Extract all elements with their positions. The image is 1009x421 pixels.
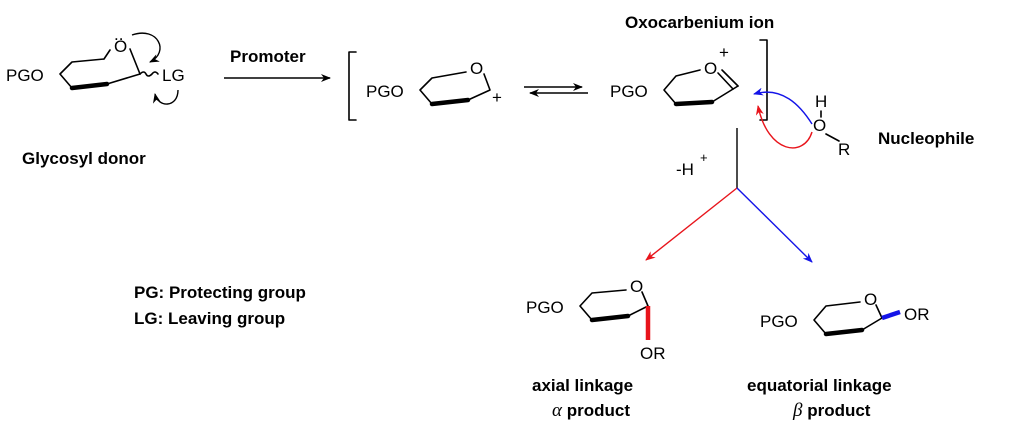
donor-curved-arrow-bottom <box>152 89 179 105</box>
red-curved-arrow <box>755 105 813 149</box>
lg-definition: LG: Leaving group <box>134 309 285 328</box>
donor-ring-oxygen: O <box>114 37 127 56</box>
alpha-or-label: OR <box>640 344 666 363</box>
blue-curved-arrow <box>753 87 813 125</box>
alpha-product-structure: PGO O OR <box>526 277 666 363</box>
nucleophile-o-label: O <box>813 116 826 135</box>
oxocarbenium-ion-title: Oxocarbenium ion <box>625 13 774 32</box>
nucleophile-h-label: H <box>815 92 827 111</box>
left-bracket <box>348 51 357 121</box>
donor-ring-bold-edge <box>69 81 110 91</box>
oxo-pgo-label: PGO <box>610 82 648 101</box>
donor-wavy-bond <box>139 71 159 77</box>
cation-pgo-label: PGO <box>366 82 404 101</box>
beta-equatorial-bond <box>881 309 901 321</box>
red-branch-arrow <box>645 187 738 261</box>
cation-ring-oxygen: O <box>470 59 483 78</box>
beta-ring-oxygen: O <box>864 290 877 309</box>
pg-definition: PG: Protecting group <box>134 283 306 302</box>
alpha-ring-bold-edge <box>589 313 631 323</box>
donor-lone-pair: .. <box>114 25 123 44</box>
glycosyl-cation-structure: PGO O + <box>366 59 502 107</box>
donor-curved-arrow-top <box>131 32 161 63</box>
blue-branch-arrow <box>736 187 813 263</box>
beta-product-structure: PGO O OR <box>760 290 930 337</box>
donor-o-c1-bond <box>129 48 141 75</box>
right-bracket <box>759 39 768 121</box>
nucleophile-caption: Nucleophile <box>878 129 974 148</box>
oxo-ring-bold-edge <box>673 99 715 107</box>
oxo-ring-oxygen: O <box>704 59 717 78</box>
axial-linkage-caption: axial linkage <box>532 376 633 395</box>
alpha-product-caption: α product <box>552 400 630 421</box>
deprotonation-superscript: + <box>700 150 708 165</box>
cation-ring-bold-edge <box>429 97 471 107</box>
donor-ring-bonds <box>59 49 141 89</box>
nucleophile-r-label: R <box>838 140 850 159</box>
beta-symbol: β <box>792 400 803 421</box>
alpha-ring-oxygen: O <box>630 277 643 296</box>
beta-product-word: product <box>802 401 870 420</box>
deprotonation-label: -H <box>676 160 694 179</box>
beta-pgo-label: PGO <box>760 312 798 331</box>
oxocarbenium-structure: PGO O + <box>610 43 739 107</box>
oxo-plus-charge: + <box>719 43 729 62</box>
oxo-double-bond <box>717 69 739 90</box>
glycosyl-donor-structure: PGO O .. LG <box>6 25 185 105</box>
alpha-symbol: α <box>552 400 563 421</box>
glycosyl-donor-caption: Glycosyl donor <box>22 149 146 168</box>
beta-ring-bold-edge <box>823 327 865 337</box>
nucleophile-structure: H O R <box>753 87 850 159</box>
promoter-label: Promoter <box>230 47 306 66</box>
alpha-product-word: product <box>562 401 630 420</box>
beta-or-label: OR <box>904 305 930 324</box>
alpha-pgo-label: PGO <box>526 298 564 317</box>
donor-lg-label: LG <box>162 66 185 85</box>
equatorial-linkage-caption: equatorial linkage <box>747 376 892 395</box>
cation-plus-charge: + <box>492 88 502 107</box>
donor-pgo-label: PGO <box>6 66 44 85</box>
beta-product-caption: β product <box>792 400 871 421</box>
nucleophile-bonds <box>820 110 840 142</box>
